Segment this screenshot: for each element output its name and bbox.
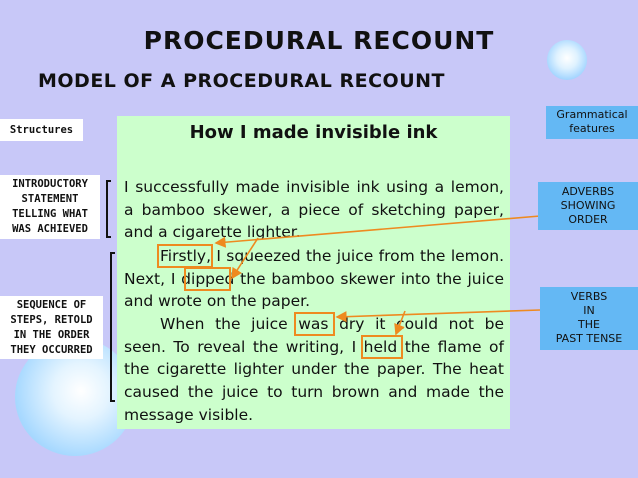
- highlight-held: [361, 335, 403, 359]
- sequence-label: SEQUENCE OF STEPS, RETOLD IN THE ORDER T…: [0, 296, 103, 359]
- paragraph-introduction: I successfully made invisible ink using …: [124, 178, 504, 242]
- decorative-bubble-top: [547, 40, 587, 80]
- page-subtitle: MODEL OF A PROCEDURAL RECOUNT: [38, 70, 445, 92]
- recount-title: How I made invisible ink: [189, 122, 438, 143]
- bracket-introductory: [106, 180, 111, 238]
- verbs-label: VERBS IN THE PAST TENSE: [540, 287, 638, 350]
- page-title: PROCEDURAL RECOUNT: [143, 26, 495, 55]
- introductory-label: INTRODUCTORY STATEMENT TELLING WHAT WAS …: [0, 175, 100, 239]
- paragraph-steps-2: When the juice was dry it could not be s…: [124, 315, 504, 424]
- highlight-next: [184, 267, 231, 291]
- adverbs-label: ADVERBS SHOWING ORDER: [538, 182, 638, 230]
- arrow-adverb-firstly: [214, 215, 541, 248]
- text-panel: [117, 116, 510, 429]
- arrow-verb-was: [335, 309, 541, 323]
- structures-label: Structures: [0, 119, 83, 141]
- grammatical-features-label: Grammatical features: [546, 106, 638, 139]
- paragraph-steps-1: Firstly, I squeezed the juice from the l…: [124, 247, 504, 311]
- arrow-adverb-next: [231, 237, 259, 280]
- bracket-sequence: [110, 252, 115, 402]
- highlight-was: [294, 312, 335, 336]
- arrow-verb-held: [394, 310, 406, 336]
